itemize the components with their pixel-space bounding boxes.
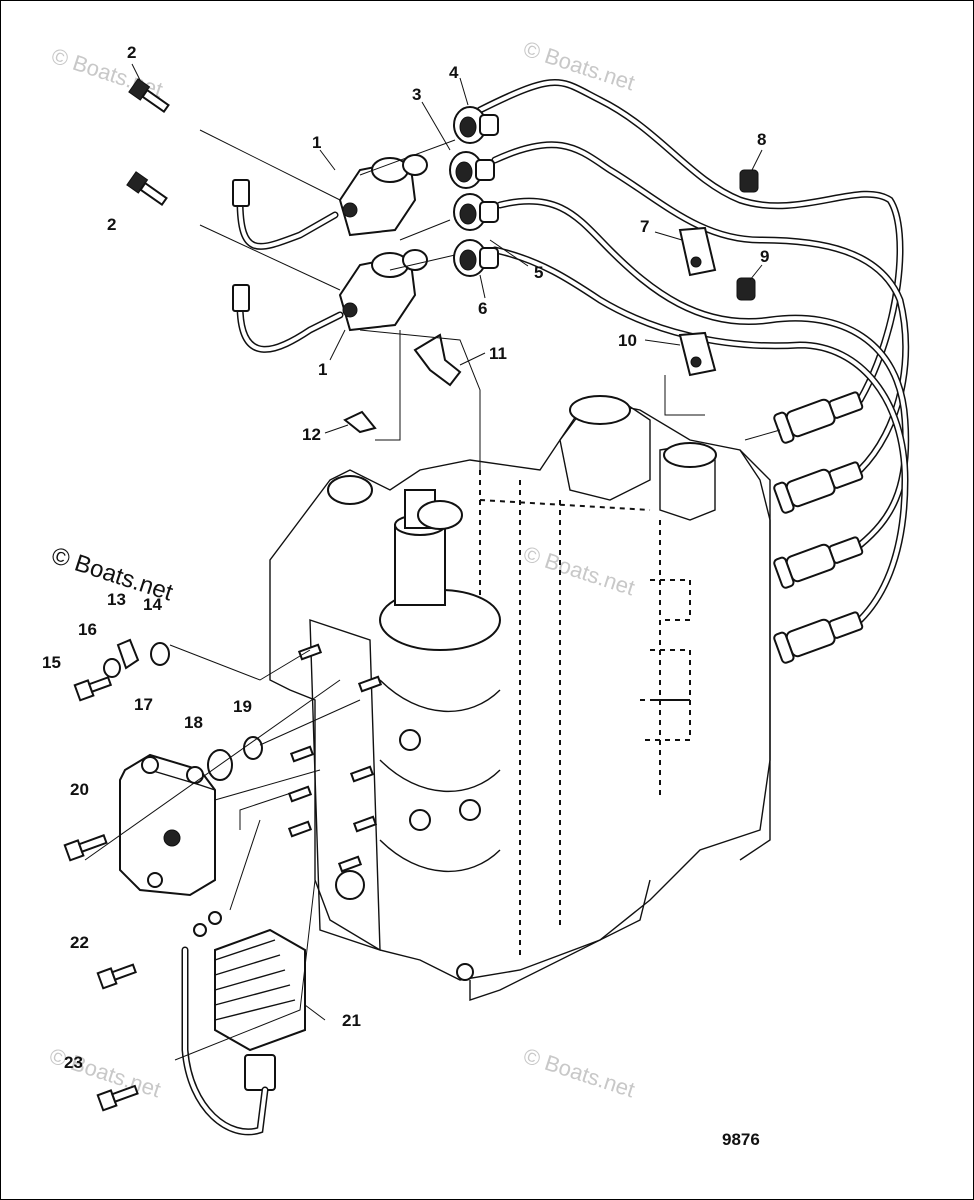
callout-12: 12	[302, 425, 321, 444]
callout-8: 8	[757, 130, 766, 149]
callout-9: 9	[760, 247, 769, 266]
watermark: © Boats.net	[520, 1043, 637, 1102]
callout-18: 18	[184, 713, 203, 732]
spark-plug-wires	[476, 79, 910, 624]
callout-10: 10	[618, 331, 637, 350]
figure-number: 9876	[722, 1130, 760, 1149]
callout-labels: 1 1 2 2 3 4 5 6 7 8 9 10 11 12 13 14 15 …	[42, 43, 769, 1072]
watermark: © Boats.net	[520, 541, 637, 600]
callout-2: 2	[127, 43, 136, 62]
callout-19: 19	[233, 697, 252, 716]
spark-plug-boots	[773, 391, 864, 664]
ignition-module-17	[119, 753, 216, 897]
callout-4: 4	[449, 63, 459, 82]
callout-15: 15	[42, 653, 61, 672]
callout-3: 3	[412, 85, 421, 104]
ground-clip	[343, 333, 462, 434]
callout-16: 16	[78, 620, 97, 639]
callout-6: 6	[478, 299, 487, 318]
callout-20: 20	[70, 780, 89, 799]
callout-7: 7	[640, 217, 649, 236]
leader-lines	[84, 63, 781, 1061]
coil-bolts	[126, 78, 170, 207]
callout-2: 2	[107, 215, 116, 234]
rectifier-21	[181, 928, 306, 1136]
engine-block	[269, 395, 771, 1001]
ignition-coils	[232, 154, 428, 353]
callout-5: 5	[534, 263, 543, 282]
callout-17: 17	[134, 695, 153, 714]
callout-11: 11	[489, 344, 507, 363]
callout-23: 23	[64, 1053, 83, 1072]
callout-21: 21	[342, 1011, 361, 1030]
callout-14: 14	[143, 595, 162, 614]
callout-13: 13	[107, 590, 126, 609]
callout-1: 1	[318, 360, 327, 379]
callout-1: 1	[312, 133, 321, 152]
callout-22: 22	[70, 933, 89, 952]
wire-brackets	[678, 169, 759, 377]
coil-boots	[449, 106, 499, 277]
